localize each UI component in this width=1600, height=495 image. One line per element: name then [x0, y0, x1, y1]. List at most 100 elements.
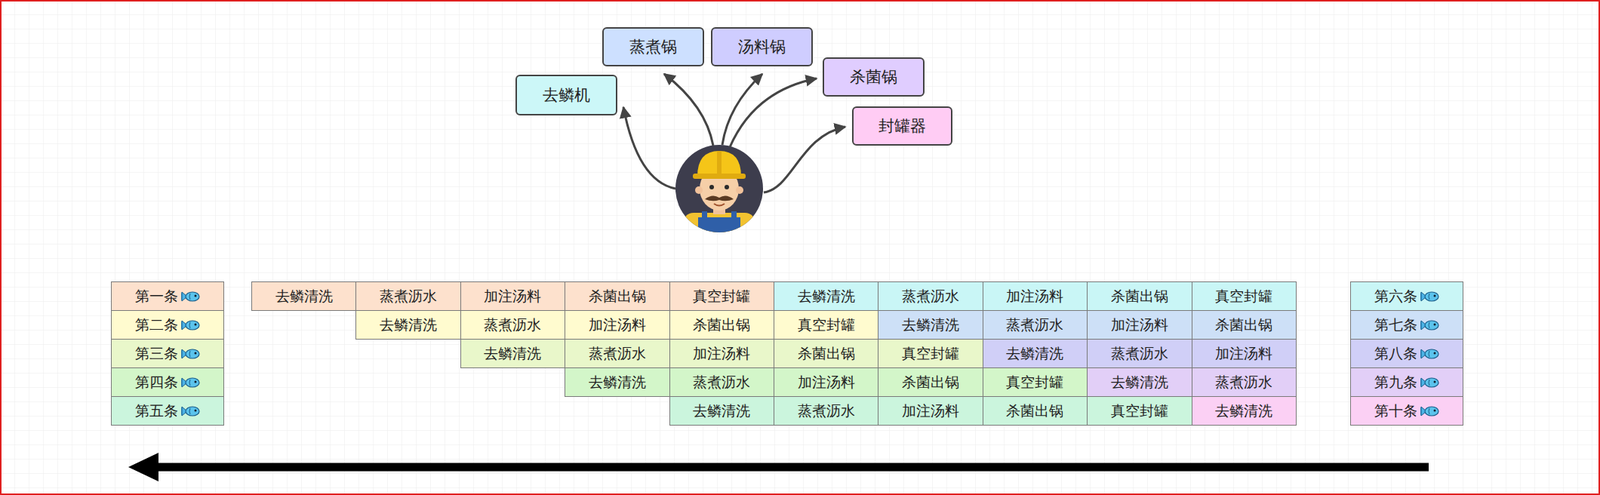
equipment-box: 蒸煮锅: [602, 27, 705, 67]
step-name: 加注汤料: [588, 315, 647, 336]
step-name: 蒸煮沥水: [483, 315, 542, 336]
process-cell: 蒸煮沥水: [669, 367, 775, 397]
process-cell: 蒸煮沥水: [773, 396, 879, 426]
step-name: 去鳞清洗: [1110, 372, 1169, 393]
process-cell: 蒸煮沥水: [460, 310, 566, 340]
fish-name: 第九条: [1374, 372, 1418, 393]
fish-name: 第四条: [135, 372, 179, 393]
step-name: 加注汤料: [901, 401, 960, 422]
step-name: 蒸煮沥水: [901, 286, 960, 307]
process-cell: 去鳞清洗: [1191, 396, 1297, 426]
step-name: 去鳞清洗: [1006, 344, 1064, 364]
step-name: 加注汤料: [1215, 344, 1273, 364]
step-name: 蒸煮沥水: [379, 286, 437, 307]
fish-icon: [181, 375, 201, 390]
process-cell: 真空封罐: [773, 310, 879, 340]
process-cell: 加注汤料: [773, 367, 879, 397]
fish-label: 第十条: [1350, 396, 1464, 426]
process-cell: 杀菌出锅: [877, 367, 983, 397]
fish-icon: [1420, 318, 1440, 333]
process-cell: 加注汤料: [1086, 310, 1192, 340]
step-name: 蒸煮沥水: [797, 401, 856, 422]
step-name: 真空封罐: [797, 315, 856, 336]
step-name: 去鳞清洗: [275, 286, 333, 307]
process-cell: 杀菌出锅: [773, 338, 879, 369]
step-name: 去鳞清洗: [901, 315, 960, 336]
process-cell: 真空封罐: [982, 367, 1088, 397]
process-cell: 去鳞清洗: [1086, 367, 1192, 397]
fish-label: 第四条: [110, 367, 225, 397]
step-name: 杀菌出锅: [1215, 315, 1273, 336]
step-name: 去鳞清洗: [1215, 401, 1273, 422]
step-name: 真空封罐: [901, 344, 960, 364]
process-cell: 杀菌出锅: [982, 396, 1088, 426]
process-cell: 去鳞清洗: [355, 310, 461, 340]
process-cell: 去鳞清洗: [773, 281, 879, 311]
process-cell: 蒸煮沥水: [564, 338, 670, 369]
fish-icon: [181, 289, 201, 304]
step-name: 杀菌出锅: [1110, 286, 1169, 307]
fish-label: 第八条: [1350, 338, 1464, 369]
fish-name: 第三条: [135, 344, 179, 364]
fish-name: 第五条: [135, 401, 179, 422]
fish-label: 第六条: [1350, 281, 1464, 311]
step-name: 蒸煮沥水: [1110, 344, 1169, 364]
fish-name: 第十条: [1374, 401, 1418, 422]
worker-arrow: [664, 73, 714, 146]
process-cell: 杀菌出锅: [564, 281, 670, 311]
process-cell: 蒸煮沥水: [1086, 338, 1192, 369]
fish-icon: [181, 318, 201, 333]
step-name: 蒸煮沥水: [1006, 315, 1064, 336]
step-name: 真空封罐: [1215, 286, 1273, 307]
process-cell: 真空封罐: [877, 338, 983, 369]
process-cell: 真空封罐: [1086, 396, 1192, 426]
worker-arrow: [729, 78, 817, 148]
equipment-name: 杀菌锅: [849, 66, 898, 88]
worker-arrow: [763, 126, 846, 193]
equipment-box: 封罐器: [852, 106, 953, 146]
equipment-box: 去鳞机: [515, 74, 618, 116]
step-name: 蒸煮沥水: [1215, 372, 1273, 393]
equipment-name: 封罐器: [878, 115, 927, 137]
fish-icon: [181, 404, 201, 419]
step-name: 去鳞清洗: [588, 372, 647, 393]
step-name: 去鳞清洗: [483, 344, 542, 364]
process-cell: 蒸煮沥水: [982, 310, 1088, 340]
fish-label: 第二条: [110, 310, 225, 340]
step-name: 蒸煮沥水: [692, 372, 751, 393]
process-cell: 加注汤料: [564, 310, 670, 340]
equipment-box: 汤料锅: [710, 27, 813, 67]
fish-label: 第七条: [1350, 310, 1464, 340]
process-cell: 蒸煮沥水: [1191, 367, 1297, 397]
step-name: 真空封罐: [692, 286, 751, 307]
process-cell: 加注汤料: [982, 281, 1088, 311]
step-name: 蒸煮沥水: [588, 344, 647, 364]
worker-arrow: [623, 107, 676, 189]
fish-icon: [1420, 289, 1440, 304]
process-cell: 加注汤料: [1191, 338, 1297, 369]
equipment-name: 汤料锅: [738, 36, 786, 58]
process-cell: 去鳞清洗: [669, 396, 775, 426]
process-cell: 真空封罐: [1191, 281, 1297, 311]
process-cell: 去鳞清洗: [982, 338, 1088, 369]
process-cell: 加注汤料: [669, 338, 775, 369]
fish-label: 第一条: [110, 281, 225, 311]
step-name: 杀菌出锅: [588, 286, 647, 307]
fish-name: 第七条: [1374, 315, 1418, 336]
step-name: 加注汤料: [1006, 286, 1064, 307]
process-cell: 加注汤料: [460, 281, 566, 311]
fish-icon: [1420, 347, 1440, 361]
process-cell: 去鳞清洗: [877, 310, 983, 340]
step-name: 去鳞清洗: [692, 401, 751, 422]
step-name: 杀菌出锅: [692, 315, 751, 336]
fish-icon: [1420, 404, 1440, 419]
equipment-name: 蒸煮锅: [629, 36, 677, 58]
fish-label: 第五条: [110, 396, 225, 426]
process-cell: 去鳞清洗: [251, 281, 357, 311]
equipment-name: 去鳞机: [542, 84, 591, 106]
process-cell: 蒸煮沥水: [877, 281, 983, 311]
process-cell: 杀菌出锅: [1191, 310, 1297, 340]
fish-name: 第八条: [1374, 344, 1418, 364]
